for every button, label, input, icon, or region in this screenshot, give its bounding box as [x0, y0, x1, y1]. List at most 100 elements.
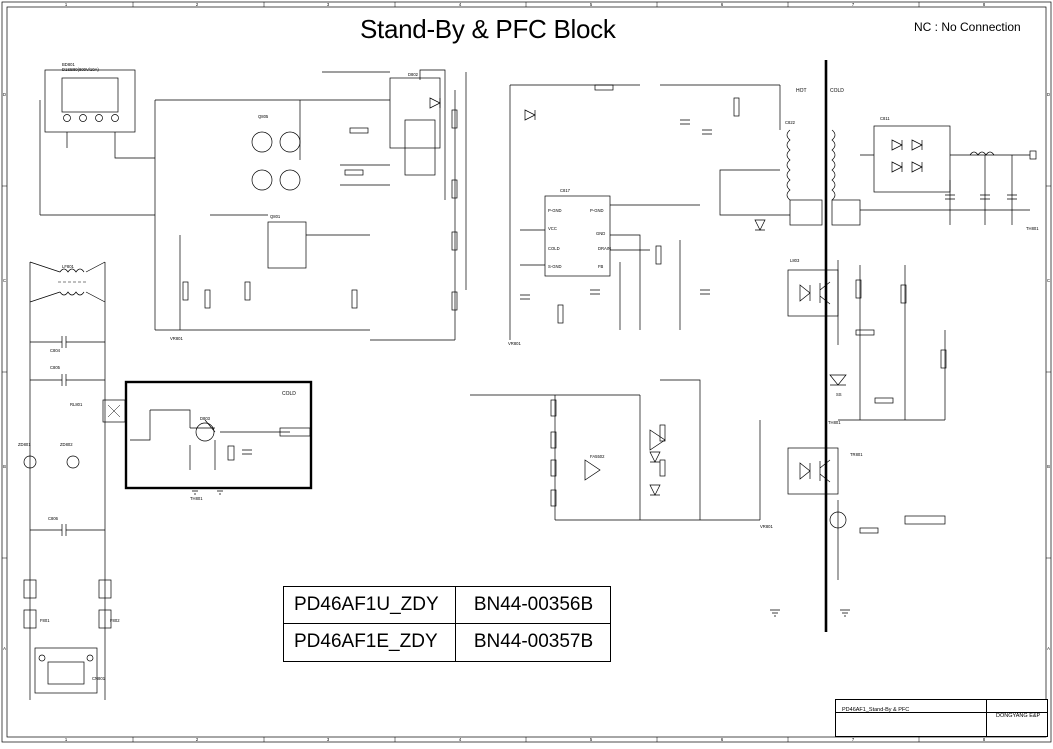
regulator-label: SS — [836, 392, 842, 397]
col-label: 3 — [327, 737, 330, 742]
pfc-sense-wires — [370, 72, 467, 341]
row-label: C — [3, 278, 6, 283]
cap-label: C805 — [50, 365, 61, 370]
pin-label: P-GND — [548, 208, 562, 213]
model-row: PD46AF1E_ZDY BN44-00357B — [284, 624, 610, 661]
col-label: 1 — [65, 737, 68, 742]
bridge-value: D1SB80(800V/10A) — [62, 67, 99, 72]
row-label: D — [3, 92, 6, 97]
ic-label: C817 — [560, 188, 571, 193]
pin-label: COLD — [548, 246, 560, 251]
pin-label: FB — [598, 264, 604, 269]
main-ic-capacitors — [520, 119, 712, 300]
cap-label: C806 — [48, 516, 59, 521]
cap-label: C804 — [50, 348, 61, 353]
col-label: 2 — [196, 737, 199, 742]
col-label: 7 — [852, 737, 855, 742]
drawing-title: PD46AF1_Stand-By & PFC — [842, 707, 910, 713]
col-label: 6 — [721, 737, 724, 742]
protection-comparator: FA5502 — [584, 429, 666, 481]
varistor-label: ZD802 — [60, 442, 73, 447]
comparator-label: FA5502 — [590, 454, 605, 459]
optocoupler-pc803: TR801 — [787, 447, 863, 495]
transformer-label: C822 — [785, 120, 796, 125]
protection-wires — [470, 379, 761, 521]
row-label: C — [1047, 278, 1050, 283]
bridge-wires — [39, 100, 155, 216]
startup-transistors: Q805 — [251, 114, 301, 191]
ic-label: Q801 — [270, 214, 281, 219]
zener-diodes — [649, 451, 661, 496]
model-name: PD46AF1U_ZDY — [284, 587, 456, 623]
part-number: BN44-00357B — [473, 631, 594, 652]
pin-label: P-GND — [590, 208, 604, 213]
pin-label: DRAIN — [598, 246, 611, 251]
inlet-label: CN801 — [92, 676, 106, 681]
fuse-label: F802 — [110, 618, 120, 623]
col-label: 4 — [459, 737, 462, 742]
ground-label: TH801 — [190, 496, 203, 501]
col-label: 4 — [459, 2, 462, 7]
main-transformer-primary: C822 — [785, 120, 823, 226]
pin-label: VCC — [548, 226, 557, 231]
feedback-resistors — [855, 279, 947, 534]
company-name: DONGYANG E&P — [996, 713, 1041, 719]
row-label: B — [1047, 464, 1050, 469]
row-label: B — [3, 464, 6, 469]
model-row: PD46AF1U_ZDY BN44-00356B — [284, 587, 610, 624]
fuse-label: F801 — [40, 618, 50, 623]
ground-symbols — [190, 487, 850, 617]
output-choke — [969, 151, 995, 156]
output-wires — [860, 154, 1030, 225]
ground-label: TH801 — [828, 420, 841, 425]
primary-wires — [154, 71, 390, 331]
protection-resistors — [550, 399, 666, 507]
col-label: 2 — [196, 2, 199, 7]
opto-label: TR801 — [850, 452, 863, 457]
relay-label: RL801 — [70, 402, 83, 407]
model-name: PD46AF1E_ZDY — [284, 624, 456, 661]
transformer-wires — [719, 85, 790, 216]
col-label: 5 — [590, 737, 593, 742]
input-choke: LF801 — [58, 264, 86, 296]
cold-box-label: COLD — [282, 391, 296, 397]
optocoupler-pc802: L803 — [787, 258, 839, 317]
main-ic-wires — [509, 84, 780, 340]
output-terminal — [1029, 150, 1037, 160]
main-pwm-ic: C817 P-GND P-GND VCC GND COLD DRAIN S-GN… — [544, 188, 611, 277]
col-label: 3 — [327, 2, 330, 7]
varistors: ZD801 ZD802 — [18, 442, 80, 469]
col-label: 1 — [65, 2, 68, 7]
col-label: 5 — [590, 2, 593, 7]
col-label: 7 — [852, 2, 855, 7]
hot-label: HOT — [796, 88, 807, 94]
cold-label: COLD — [830, 88, 844, 94]
model-table: PD46AF1U_ZDY BN44-00356B PD46AF1E_ZDY BN… — [283, 586, 611, 662]
legend-note: NC : No Connection — [914, 20, 1021, 34]
output-rectifier: C811 — [873, 116, 951, 193]
title-block: PD46AF1_Stand-By & PFC DONGYANG E&P — [835, 699, 1048, 737]
ground-label: VR801 — [170, 336, 183, 341]
column-labels: 1 2 3 4 5 6 7 8 1 2 3 4 5 6 7 8 D C B A … — [3, 2, 1050, 742]
cold-box — [124, 380, 313, 490]
secondary-winding — [831, 129, 861, 226]
output-switch — [829, 511, 946, 529]
pin-label: GND — [596, 231, 605, 236]
bridge-label: BD801 — [62, 62, 75, 67]
choke-label: LF801 — [62, 264, 75, 269]
x-capacitors: C804 C805 C806 — [30, 336, 105, 536]
primary-resistors — [182, 109, 458, 311]
input-lines — [29, 261, 106, 700]
ac-inlet: CN801 — [34, 647, 106, 694]
bias-diodes — [429, 97, 766, 231]
fuses: F801 F802 — [23, 579, 120, 629]
part-number: BN44-00356B — [473, 594, 594, 615]
cold-box-circuit: D803 — [130, 409, 311, 470]
row-label: A — [3, 646, 6, 651]
main-ic-resistors — [557, 84, 740, 324]
col-label: 8 — [983, 737, 986, 742]
pfc-mosfet-area: D802 — [389, 69, 446, 200]
page-title: Stand-By & PFC Block — [360, 14, 616, 44]
